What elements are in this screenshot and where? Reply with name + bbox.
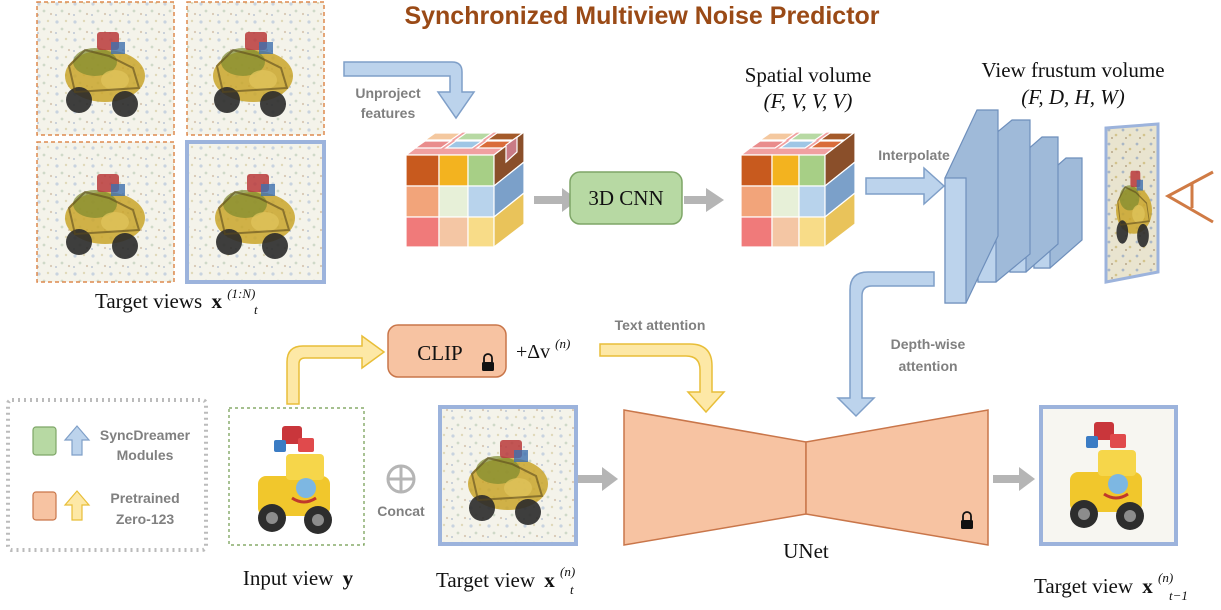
output-view-label: Target view x (n): [1034, 570, 1173, 598]
frustum-target-image: [1104, 122, 1160, 284]
target-views-subscript: t: [254, 302, 258, 317]
legend-label-zero123-1: Pretrained: [110, 490, 179, 506]
legend-label-syncdreamer-1: SyncDreamer: [100, 427, 191, 443]
input-view-label: Input view y: [243, 566, 354, 590]
text-attention-label: Text attention: [615, 317, 706, 333]
target-view-thumb-3: [36, 141, 175, 283]
delta-v-label: +Δv (n): [516, 336, 570, 363]
arrow-target-to-unet: [578, 467, 618, 491]
legend-label-syncdreamer-2: Modules: [117, 447, 174, 463]
target-views-grid: [36, 1, 326, 284]
legend: SyncDreamer Modules Pretrained Zero-123: [6, 398, 208, 552]
target-view-thumb-4: [185, 140, 326, 284]
frustum-volume-label: View frustum volume: [981, 58, 1164, 82]
spatial-volume-label: Spatial volume: [745, 63, 872, 87]
unet-block: [623, 409, 989, 546]
clip-block: CLIP: [387, 324, 507, 378]
frustum-volume-stack: [944, 109, 1083, 304]
text-attention-arrow: [599, 343, 726, 414]
target-view-n-subscript: t: [570, 582, 574, 597]
clip-label: CLIP: [417, 341, 463, 365]
output-view-image: [1039, 405, 1178, 546]
unet-label: UNet: [783, 539, 829, 563]
unproject-label-2: features: [361, 105, 416, 121]
depth-wise-arrow: [836, 271, 935, 418]
spatial-volume-dims: (F, V, V, V): [764, 89, 853, 113]
depth-wise-label-2: attention: [898, 358, 957, 374]
concat-label: Concat: [377, 503, 425, 519]
unproject-label-1: Unproject: [355, 85, 421, 101]
arrow-cnn-to-cube: [684, 188, 724, 212]
camera-frustum-icon: [1164, 170, 1214, 224]
spatial-volume-cube: [739, 130, 857, 249]
target-view-thumb-1: [36, 1, 175, 136]
interpolate-label: Interpolate: [878, 147, 950, 163]
yellow-arrow-icon: [63, 490, 91, 521]
input-to-clip-arrow: [286, 334, 386, 405]
unproject-arrow: [343, 61, 476, 120]
legend-item-zero123: Pretrained Zero-123: [32, 490, 180, 527]
target-view-n-image: [438, 405, 578, 546]
cnn-block: 3D CNN: [569, 171, 683, 225]
legend-label-zero123-2: Zero-123: [116, 511, 175, 527]
depth-wise-label-1: Depth-wise: [891, 336, 966, 352]
cnn-label: 3D CNN: [588, 186, 663, 210]
target-view-thumb-2: [186, 1, 325, 136]
target-view-n-label: Target view x (n): [436, 564, 575, 592]
feature-cube-1: [404, 130, 526, 249]
arrow-unet-to-output: [993, 467, 1035, 491]
blue-arrow-icon: [63, 425, 91, 456]
diagram-title: Synchronized Multiview Noise Predictor: [404, 2, 879, 30]
interpolate-arrow: [865, 166, 946, 206]
target-views-label: Target views x (1:N): [95, 286, 255, 313]
output-view-subscript: t−1: [1169, 588, 1188, 603]
concat-icon: [386, 464, 416, 494]
frustum-volume-dims: (F, D, H, W): [1021, 85, 1124, 109]
input-view-image: [228, 407, 365, 546]
legend-item-syncdreamer: SyncDreamer Modules: [32, 425, 191, 463]
